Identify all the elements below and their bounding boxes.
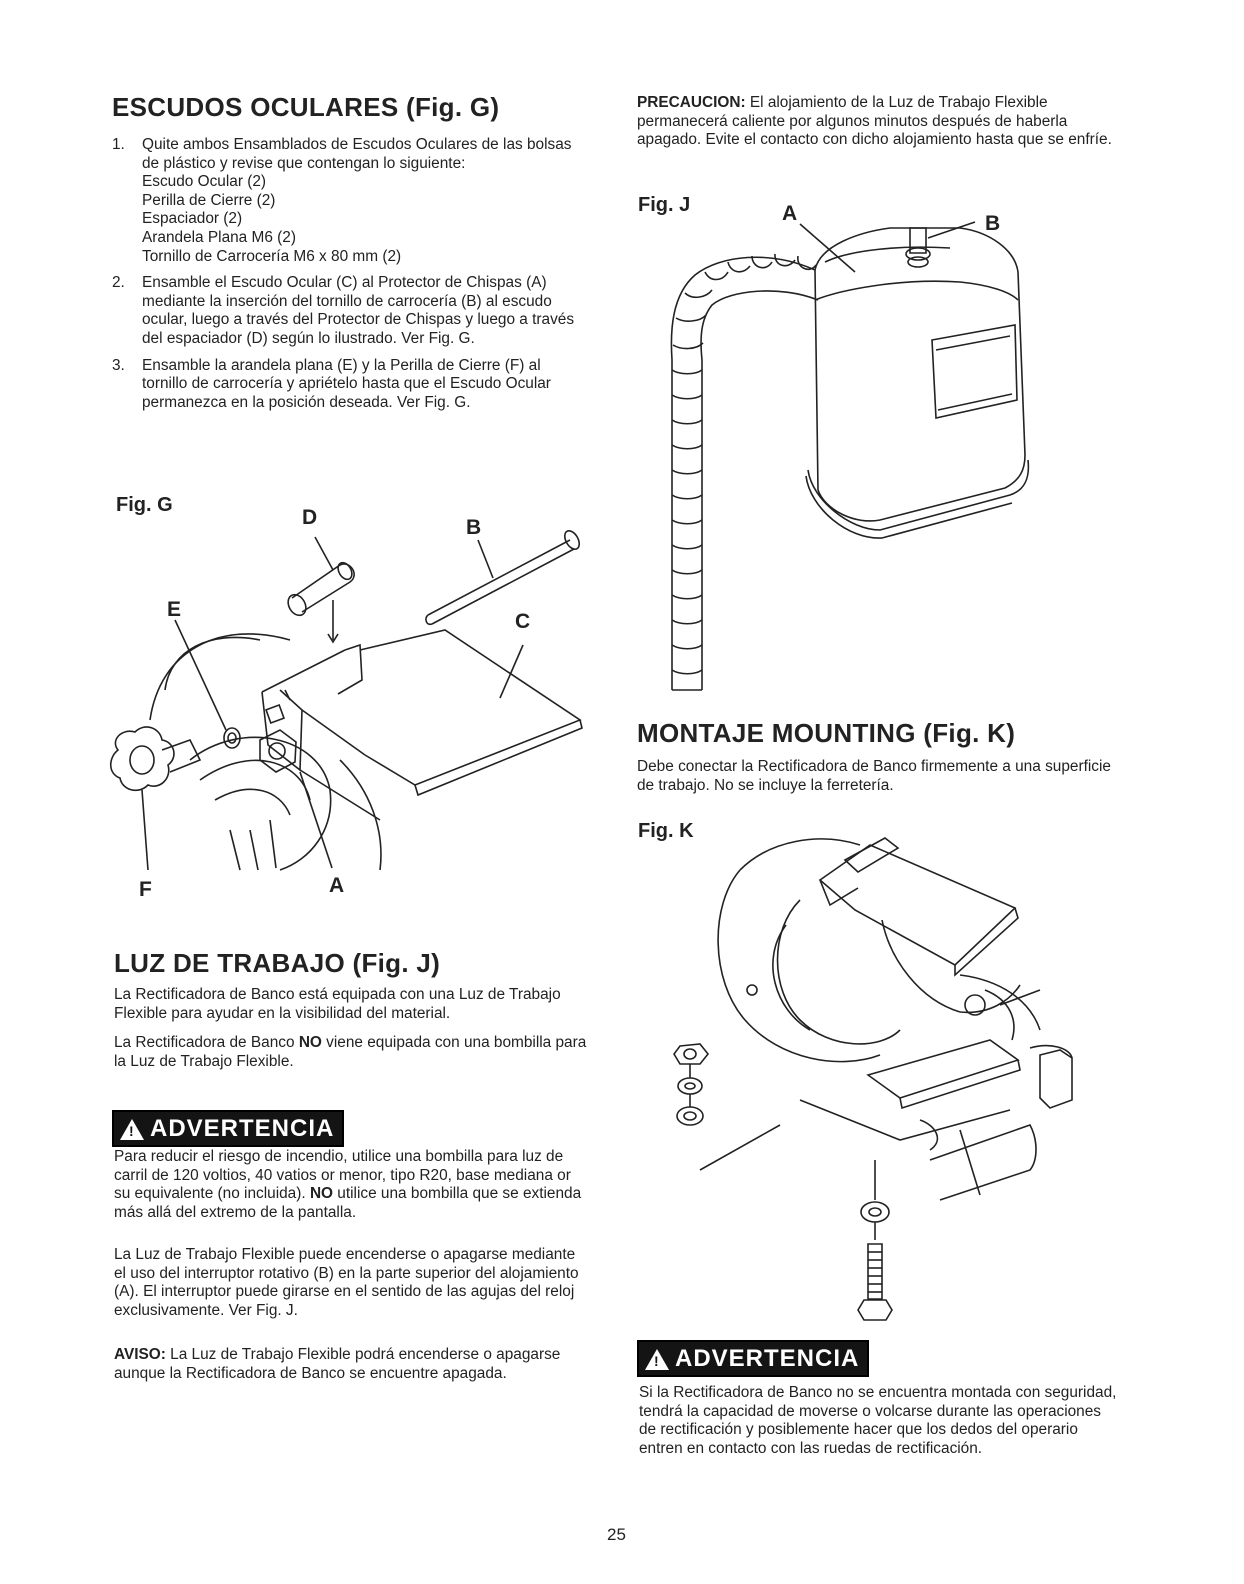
step-2: 2. Ensamble el Escudo Ocular (C) al Prot…: [112, 274, 582, 348]
fig-g-callout-f: F: [139, 878, 152, 901]
montaje-text: Debe conectar la Rectificadora de Banco …: [637, 758, 1111, 794]
escudos-steps: 1. Quite ambos Ensamblados de Escudos Oc…: [112, 136, 582, 420]
fig-j-label: Fig. J: [638, 194, 691, 216]
step-1-item: Tornillo de Carrocería M6 x 80 mm (2): [142, 247, 402, 265]
step-2-text: Ensamble el Escudo Ocular (C) al Protect…: [142, 274, 575, 347]
luz-paragraph-2: La Rectificadora de Banco NO viene equip…: [114, 1034, 589, 1071]
fig-g-callout-d: D: [302, 506, 318, 529]
step-1: 1. Quite ambos Ensamblados de Escudos Oc…: [112, 136, 582, 266]
step-1-number: 1.: [112, 136, 125, 153]
precaucion-text: El alojamiento de la Luz de Trabajo Flex…: [637, 94, 1112, 149]
precaucion-paragraph: PRECAUCION: El alojamiento de la Luz de …: [637, 94, 1119, 150]
warning-triangle-icon: !: [645, 1348, 669, 1370]
fig-g-callout-c: C: [515, 610, 531, 633]
montaje-title: MONTAJE MOUNTING (Fig. K): [637, 718, 1016, 748]
luz-warning-text-end: utilice una bombilla que se extienda más…: [114, 1185, 582, 1221]
aviso-text: La Luz de Trabajo Flexible podrá encende…: [114, 1346, 561, 1382]
luz-p2-bold: NO: [298, 1034, 322, 1051]
fig-g-callout-b: B: [466, 516, 482, 539]
fig-j-callout-a: A: [782, 202, 798, 225]
step-1-text: Quite ambos Ensamblados de Escudos Ocula…: [142, 136, 572, 172]
fig-j-callout-b: B: [985, 212, 1001, 235]
luz-paragraph-1: La Rectificadora de Banco está equipada …: [114, 986, 561, 1022]
montaje-warning-text: Si la Rectificadora de Banco no se encue…: [639, 1384, 1117, 1457]
luz-p2-text-start: La Rectificadora de Banco: [114, 1034, 299, 1051]
escudos-title: ESCUDOS OCULARES (Fig. G): [112, 92, 500, 122]
fig-g-callout-e: E: [167, 598, 182, 621]
step-3: 3. Ensamble la arandela plana (E) y la P…: [112, 357, 582, 413]
luz-warning-text: Para reducir el riesgo de incendio, util…: [114, 1148, 589, 1222]
aviso-paragraph: AVISO: La Luz de Trabajo Flexible podrá …: [114, 1346, 589, 1383]
luz-paragraph-3: La Luz de Trabajo Flexible puede encende…: [114, 1246, 579, 1319]
page-number: 25: [607, 1525, 626, 1544]
step-1-item: Escudo Ocular (2): [142, 173, 267, 191]
step-1-item: Perilla de Cierre (2): [142, 191, 276, 209]
warning-banner-left-label: ADVERTENCIA: [150, 1115, 335, 1142]
warning-banner-left: ! ADVERTENCIA: [112, 1110, 345, 1147]
step-2-number: 2.: [112, 274, 125, 292]
luz-title: LUZ DE TRABAJO (Fig. J): [114, 948, 441, 978]
fig-g-callout-a: A: [329, 874, 345, 897]
aviso-label: AVISO:: [114, 1346, 166, 1363]
warning-triangle-icon: !: [120, 1118, 144, 1140]
fig-g-label: Fig. G: [116, 494, 173, 516]
luz-warning-text-start: Para reducir el riesgo de incendio, util…: [114, 1148, 571, 1203]
luz-p2-text-end: viene equipada con una bombilla para la …: [114, 1034, 587, 1070]
warning-banner-right: ! ADVERTENCIA: [637, 1340, 870, 1377]
step-3-text: Ensamble la arandela plana (E) y la Peri…: [142, 356, 551, 411]
step-1-item: Espaciador (2): [142, 210, 243, 228]
precaucion-label: PRECAUCION:: [637, 94, 746, 111]
fig-k-label: Fig. K: [638, 820, 694, 842]
luz-warning-bold: NO: [309, 1185, 334, 1203]
warning-banner-right-label: ADVERTENCIA: [675, 1345, 860, 1372]
step-3-number: 3.: [112, 356, 125, 374]
step-1-item: Arandela Plana M6 (2): [142, 228, 296, 246]
